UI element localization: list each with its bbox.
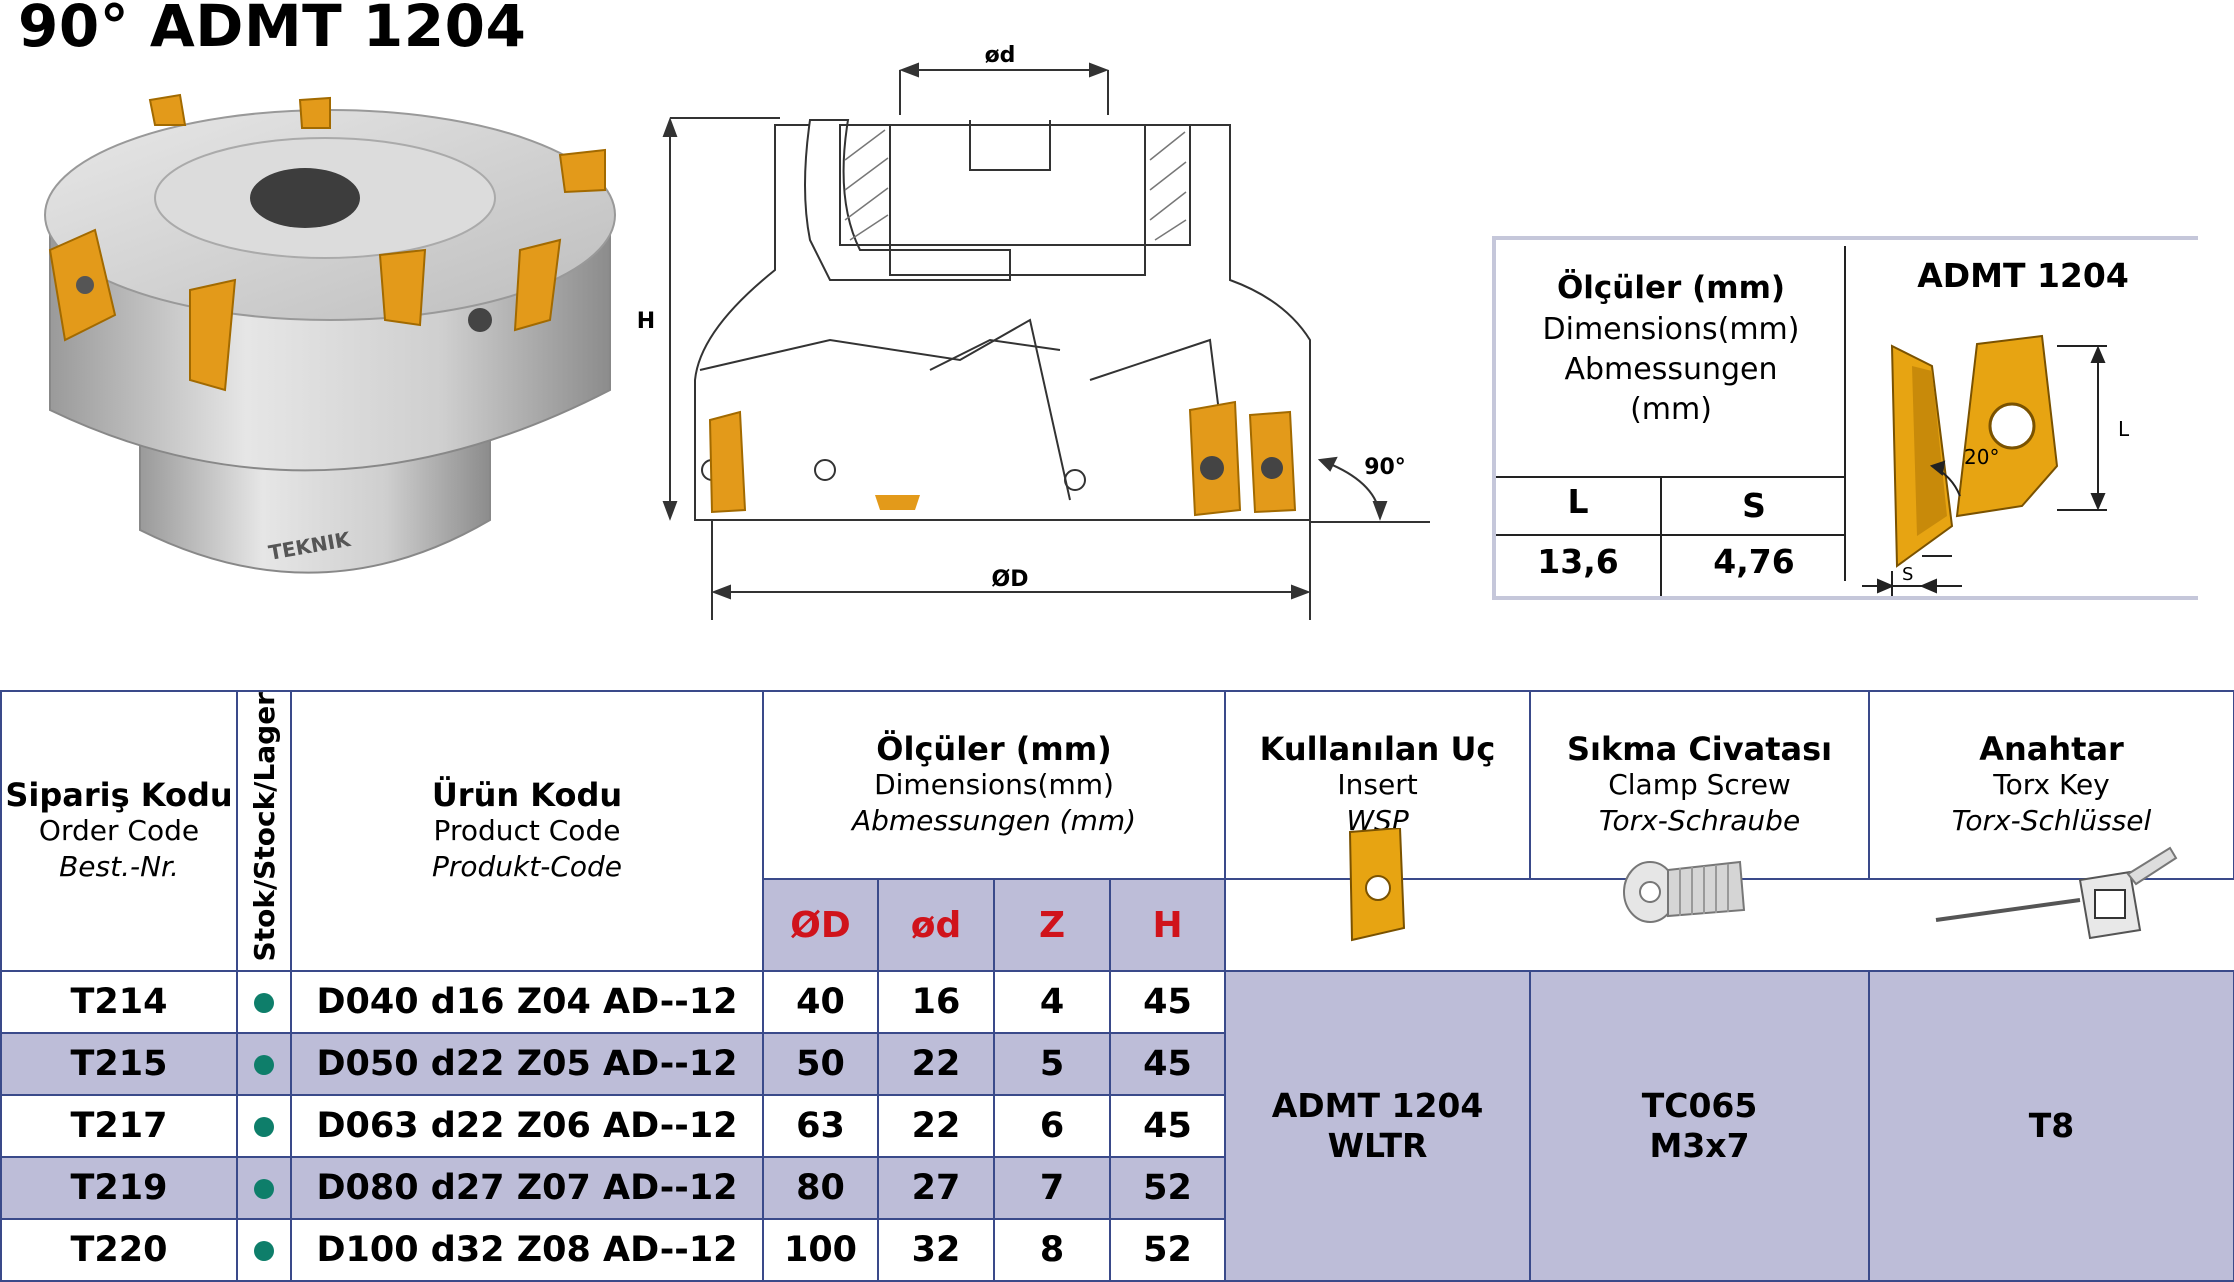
insert-drawing: 20° L S [1862,334,2130,596]
technical-drawing: ød H ØD 90° [637,43,1430,620]
dim-label-h: H [637,309,655,334]
product-code: D100 d32 Z08 AD--12 [290,1218,764,1282]
insert-l-label: L [2118,417,2130,441]
dim-header-D: ØD [762,878,879,973]
value-Z: 4 [993,970,1111,1035]
stock-dot-icon [254,1179,274,1200]
dim-label-angle: 90° [1364,455,1406,480]
order-code: T217 [0,1094,238,1159]
table-row: T214 D040 d16 Z04 AD--12 40 16 4 45 ADMT… [0,970,2234,1282]
stock-dot-icon [254,1117,274,1138]
dim-header-H: H [1108,878,1227,973]
stock-indicator [236,1032,292,1097]
stock-indicator [236,1218,292,1282]
stock-indicator [236,970,292,1035]
dim-header-d: ød [877,878,995,973]
dim-box-title: Ölçüler (mm) [1556,270,1786,306]
table-row: T217 D063 d22 Z06 AD--12 63 22 6 45 [0,1094,2234,1159]
insert-angle-label: 20° [1964,445,1999,469]
insert-icon [1348,828,1406,942]
stock-indicator [236,1094,292,1159]
torx-key-icon [1935,846,2178,940]
dimension-box: Ölçüler (mm) Dimensions(mm) Abmessungen … [1492,236,2198,600]
value-d: 22 [877,1032,995,1097]
product-code: D040 d16 Z04 AD--12 [290,970,764,1035]
value-D: 100 [762,1218,879,1282]
dim-label-small-d: ød [985,43,1016,68]
dim-val-s: 4,76 [1713,542,1795,581]
value-H: 52 [1108,1156,1227,1221]
page-title: 90° ADMT 1204 [18,0,527,60]
dim-col-l: L [1567,482,1589,521]
value-d: 32 [877,1218,995,1282]
stock-indicator [236,1156,292,1221]
dim-col-s: S [1742,486,1766,525]
value-d: 27 [877,1156,995,1221]
header-stock: Stok/Stock/Lager [236,689,292,973]
header-order-code: Sipariş Kodu Order Code Best.-Nr. [0,689,238,973]
value-Z: 8 [993,1218,1111,1282]
value-Z: 6 [993,1094,1111,1159]
stock-dot-icon [254,1241,274,1262]
value-Z: 5 [993,1032,1111,1097]
cutter-photo: TEKNIK [44,93,616,574]
order-code: T215 [0,1032,238,1097]
stock-dot-icon [254,1055,274,1076]
dim-box-line2: Dimensions(mm) [1542,312,1800,347]
value-H: 45 [1108,970,1227,1035]
insert-s-label: S [1902,564,1913,585]
value-D: 40 [762,970,879,1035]
value-H: 45 [1108,1094,1227,1159]
dim-box-line4: (mm) [1630,392,1712,427]
value-D: 50 [762,1032,879,1097]
table-row: T215 D050 d22 Z05 AD--12 50 22 5 45 [0,1032,2234,1097]
clamp-screw-icon [1623,860,1746,923]
product-code: D050 d22 Z05 AD--12 [290,1032,764,1097]
product-code: D080 d27 Z07 AD--12 [290,1156,764,1221]
order-code: T219 [0,1156,238,1221]
value-H: 45 [1108,1032,1227,1097]
spec-table: Sipariş Kodu Order Code Best.-Nr. Stok/S… [0,689,2234,1282]
insert-name: ADMT 1204 [1917,256,2129,295]
dim-val-l: 13,6 [1537,542,1619,581]
product-code: D063 d22 Z06 AD--12 [290,1094,764,1159]
dim-label-large-d: ØD [992,567,1029,592]
dim-box-line3: Abmessungen [1564,352,1778,387]
value-d: 22 [877,1094,995,1159]
header-torx-key: Anahtar Torx Key Torx-Schlüssel [1868,689,2234,881]
value-H: 52 [1108,1218,1227,1282]
value-D: 63 [762,1094,879,1159]
order-code: T214 [0,970,238,1035]
dim-header-Z: Z [993,878,1111,973]
value-Z: 7 [993,1156,1111,1221]
header-dimensions: Ölçüler (mm) Dimensions(mm) Abmessungen … [761,689,1227,881]
header-product-code: Ürün Kodu Product Code Produkt-Code [290,689,764,973]
key-value: T8 [1868,970,2234,1282]
table-row: T219 D080 d27 Z07 AD--12 80 27 7 52 [0,1156,2234,1221]
value-d: 16 [877,970,995,1035]
header-clamp-screw: Sıkma Civatası Clamp Screw Torx-Schraube [1529,689,1871,881]
stock-dot-icon [254,993,274,1014]
value-D: 80 [762,1156,879,1221]
order-code: T220 [0,1218,238,1282]
